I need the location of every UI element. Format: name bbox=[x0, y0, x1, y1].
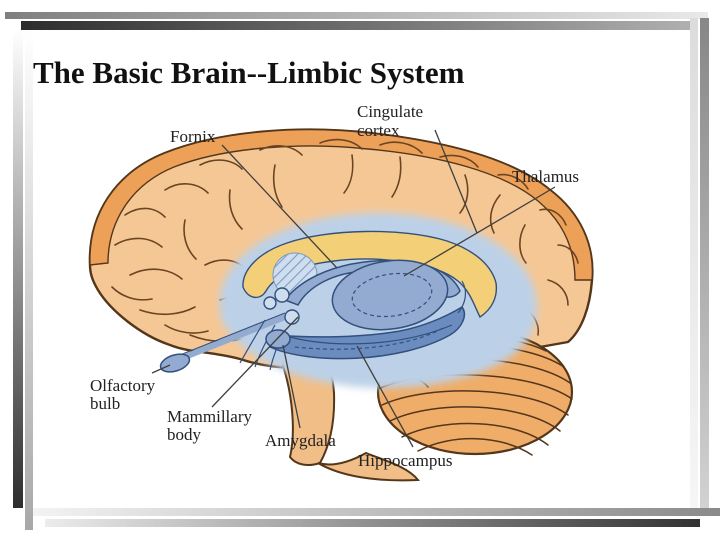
fornix-pointer bbox=[221, 144, 338, 269]
slide-title: The Basic Brain--Limbic System bbox=[33, 54, 465, 90]
olfactory-pointer bbox=[151, 364, 171, 374]
frame-top-bar-dark bbox=[21, 21, 694, 30]
mammillary-pointer bbox=[211, 316, 299, 408]
label-mammillary-line1: Mammillary bbox=[167, 407, 252, 426]
frame-right-bar-outer bbox=[700, 18, 709, 508]
label-cingulate-line2: cortex bbox=[357, 121, 400, 140]
frame-bottom-bar-dark bbox=[45, 519, 700, 527]
label-amygdala: Amygdala bbox=[265, 431, 336, 450]
diagram-labels: Cingulate cortex Fornix Thalamus Olfacto… bbox=[90, 102, 579, 470]
amygdala-pointer bbox=[282, 344, 301, 429]
limbic-system bbox=[159, 212, 537, 388]
cortex-rim bbox=[89, 128, 594, 281]
label-mammillary-line2: body bbox=[167, 425, 202, 444]
olfactory-bulb-structure bbox=[159, 353, 191, 373]
label-fornix: Fornix bbox=[170, 127, 216, 146]
frame-left-bar-inner bbox=[25, 30, 33, 530]
thalamus-pointer bbox=[403, 186, 556, 277]
stria-terminalis bbox=[281, 324, 453, 345]
olfactory-tract bbox=[177, 314, 288, 362]
fimbria bbox=[457, 280, 467, 314]
frame-right-bar-inner bbox=[690, 18, 698, 508]
label-hippocampus: Hippocampus bbox=[358, 451, 452, 470]
frame-left-bar-outer bbox=[13, 30, 23, 508]
label-olfactory-line2: bulb bbox=[90, 394, 120, 413]
anterior-commissure bbox=[263, 296, 277, 310]
thalamus-structure bbox=[331, 259, 449, 331]
thalamus-dashed-outline bbox=[351, 272, 433, 318]
olfactory-tract-edge bbox=[179, 312, 286, 356]
frame-bottom-bar-light bbox=[33, 508, 720, 516]
frame-top-bar-light bbox=[5, 12, 708, 19]
pointer-lines bbox=[151, 129, 556, 448]
cingulate-pointer bbox=[434, 129, 478, 234]
septal-nucleus bbox=[274, 287, 290, 303]
label-thalamus: Thalamus bbox=[512, 167, 579, 186]
label-olfactory-line1: Olfactory bbox=[90, 376, 156, 395]
hippocampus-pointer bbox=[356, 345, 414, 448]
limbic-system-diagram: Cingulate cortex Fornix Thalamus Olfacto… bbox=[88, 102, 594, 482]
mammillary-body-structure bbox=[284, 309, 300, 325]
spinal-cord bbox=[317, 451, 420, 482]
cortex-sulci bbox=[111, 138, 579, 343]
amygdala-structure bbox=[265, 329, 291, 349]
thalamus-body bbox=[331, 259, 449, 331]
label-cingulate-line1: Cingulate bbox=[357, 102, 423, 121]
